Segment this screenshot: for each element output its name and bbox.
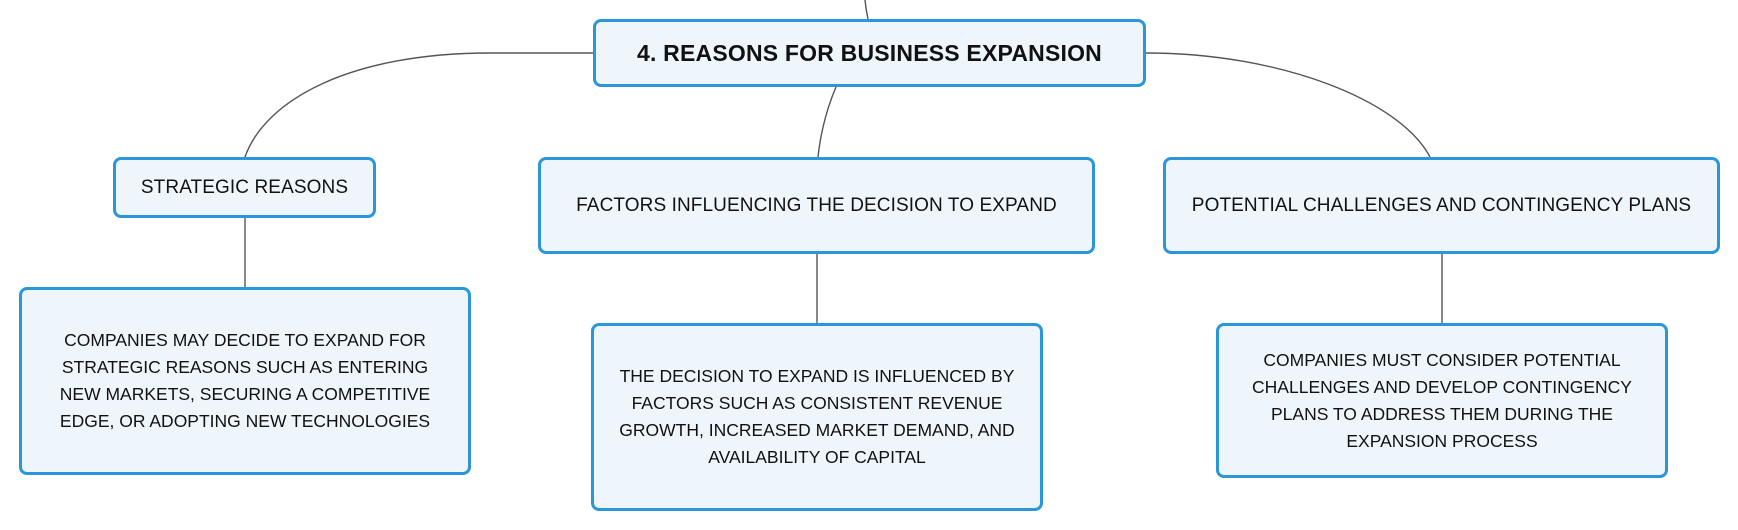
connector-root-to-challenges xyxy=(1145,52,1431,158)
description-text-strategic-reasons: COMPANIES MAY DECIDE TO EXPAND FOR STRAT… xyxy=(59,330,431,431)
root-topic-label: 4. REASONS FOR BUSINESS EXPANSION xyxy=(637,39,1102,66)
connector-parent-to-root xyxy=(864,0,869,20)
branch-node-challenges[interactable]: POTENTIAL CHALLENGES AND CONTINGENCY PLA… xyxy=(1163,157,1720,254)
description-text-challenges: COMPANIES MUST CONSIDER POTENTIAL CHALLE… xyxy=(1252,349,1632,451)
description-node-challenges[interactable]: COMPANIES MUST CONSIDER POTENTIAL CHALLE… xyxy=(1216,323,1668,478)
description-node-strategic-reasons[interactable]: COMPANIES MAY DECIDE TO EXPAND FOR STRAT… xyxy=(19,287,471,475)
description-text-factors: THE DECISION TO EXPAND IS INFLUENCED BY … xyxy=(619,366,1015,467)
branch-label-challenges: POTENTIAL CHALLENGES AND CONTINGENCY PLA… xyxy=(1191,194,1692,216)
connector-root-to-factors xyxy=(817,86,837,158)
connector-root-to-strategic xyxy=(244,52,593,158)
branch-label-factors: FACTORS INFLUENCING THE DECISION TO EXPA… xyxy=(576,194,1057,216)
branch-node-factors[interactable]: FACTORS INFLUENCING THE DECISION TO EXPA… xyxy=(538,157,1095,254)
description-node-factors[interactable]: THE DECISION TO EXPAND IS INFLUENCED BY … xyxy=(591,323,1043,511)
branch-label-strategic-reasons: STRATEGIC REASONS xyxy=(140,176,349,198)
branch-node-strategic-reasons[interactable]: STRATEGIC REASONS xyxy=(113,157,376,218)
root-topic-node[interactable]: 4. REASONS FOR BUSINESS EXPANSION xyxy=(593,19,1146,87)
